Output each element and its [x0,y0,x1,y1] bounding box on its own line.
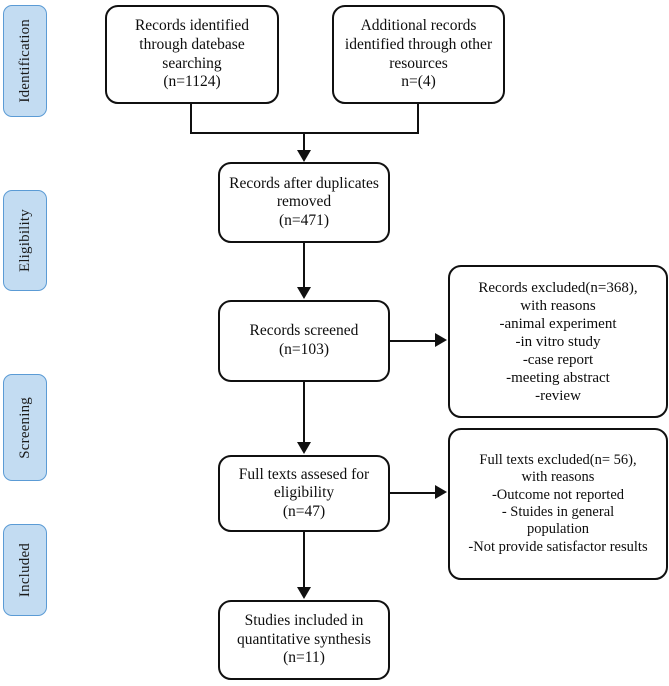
box-studies-included-line-3: (n=11) [283,649,325,667]
box-full-texts-excluded-line-5: population [526,521,590,538]
arrowhead-to-screened [297,287,311,299]
box-duplicates-removed-line-2: removed [276,193,332,211]
box-records-screened-line-1: Records screened [249,322,359,340]
stage-label-identification-text: Identification [16,19,33,103]
box-full-texts-assessed-line-2: eligibility [273,484,335,502]
box-full-texts-excluded-line-4: - Stuides in general [501,504,615,520]
box-records-screened: Records screened (n=103) [218,300,390,382]
connector-screened-to-excluded [390,340,436,343]
box-records-excluded-line-1: Records excluded(n=368), [478,279,638,296]
stage-label-included: Included [3,524,47,616]
box-additional-records-line-4: n=(4) [401,73,436,91]
stage-label-eligibility-text: Eligibility [16,208,33,273]
box-full-texts-excluded-line-2: with reasons [521,469,595,486]
stage-label-screening-text: Screening [16,396,33,459]
box-additional-records-line-2: identified through other [344,35,493,53]
connector-merge-to-duplicates [303,132,306,151]
box-duplicates-removed-line-3: (n=471) [278,211,330,229]
stage-label-included-text: Included [16,542,33,598]
connector-fulltexts-to-excluded [390,492,436,495]
box-records-identified-line-4: (n=1124) [163,73,221,91]
box-full-texts-assessed-line-1: Full texts assesed for [238,465,370,483]
box-duplicates-removed: Records after duplicates removed (n=471) [218,162,390,243]
connector-identified-down [190,104,193,134]
box-studies-included: Studies included in quantitative synthes… [218,600,390,680]
box-records-excluded: Records excluded(n=368), with reasons -a… [448,265,668,418]
stage-label-screening: Screening [3,374,47,481]
arrowhead-to-fulltexts [297,442,311,454]
arrowhead-to-records-excluded [435,333,447,347]
stage-label-eligibility: Eligibility [3,190,47,291]
box-duplicates-removed-line-1: Records after duplicates [229,174,379,192]
box-studies-included-line-2: quantitative synthesis [237,630,371,648]
box-records-excluded-line-2: with reasons [520,297,596,314]
arrowhead-to-full-texts-excluded [435,485,447,499]
box-full-texts-excluded-line-1: Full texts excluded(n= 56), [479,451,637,468]
box-records-identified-line-3: searching [162,54,222,72]
connector-screened-to-fulltexts [303,382,306,443]
box-records-excluded-line-5: -case report [522,351,594,368]
connector-fulltexts-to-included [303,532,306,588]
box-records-identified-line-2: through datebase [139,35,245,53]
box-full-texts-assessed: Full texts assesed for eligibility (n=47… [218,455,390,532]
arrowhead-to-duplicates [297,150,311,162]
box-full-texts-excluded: Full texts excluded(n= 56), with reasons… [448,428,668,580]
box-records-screened-line-2: (n=103) [278,341,330,358]
stage-label-identification: Identification [3,5,47,117]
box-full-texts-excluded-line-3: -Outcome not reported [491,486,625,503]
box-additional-records-line-3: resources [389,54,448,72]
box-full-texts-assessed-line-3: (n=47) [282,502,326,520]
box-records-excluded-line-3: -animal experiment [499,315,617,332]
box-records-identified-line-1: Records identified [134,17,250,35]
box-additional-records: Additional records identified through ot… [332,5,505,104]
box-records-excluded-line-7: -review [535,387,581,404]
box-full-texts-excluded-line-6: -Not provide satisfactor results [468,538,648,555]
box-additional-records-line-1: Additional records [360,17,477,35]
connector-additional-down [417,104,420,134]
arrowhead-to-studies-included [297,587,311,599]
box-studies-included-line-1: Studies included in [244,612,364,630]
box-records-identified: Records identified through datebase sear… [105,5,279,104]
box-records-excluded-line-4: -in vitro study [515,333,601,350]
box-records-excluded-line-6: -meeting abstract [506,369,610,386]
connector-duplicates-to-screened [303,243,306,288]
